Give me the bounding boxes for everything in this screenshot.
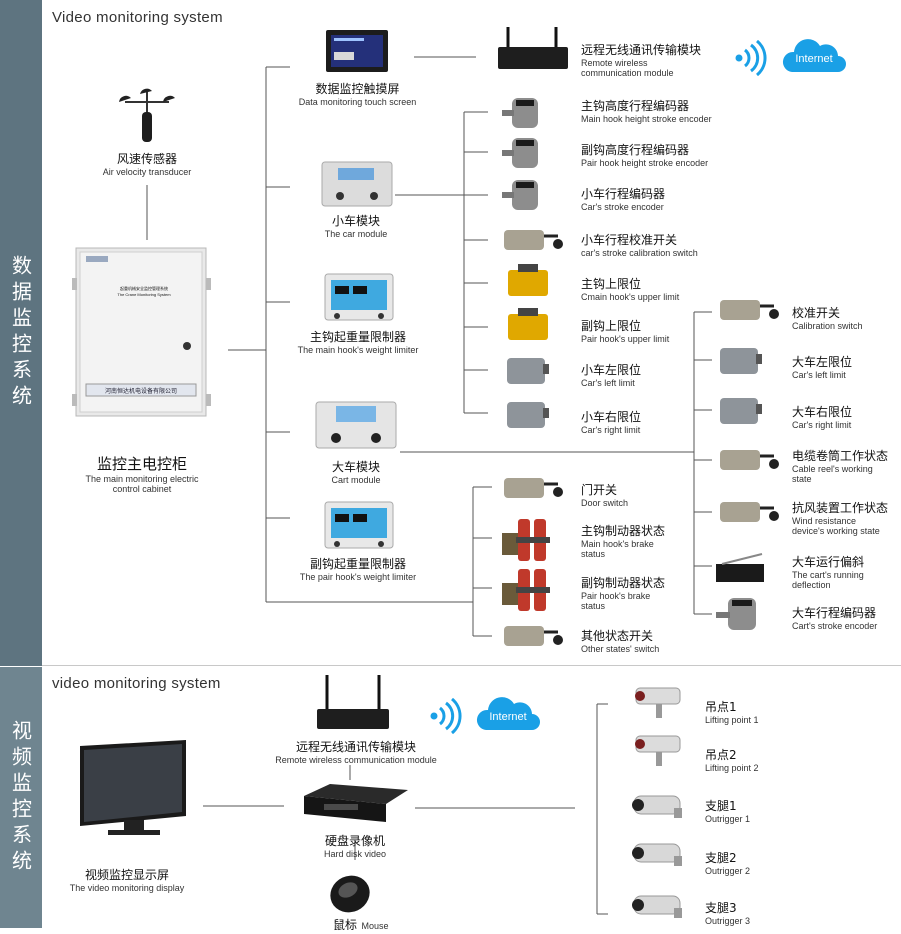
camera-icon: [628, 892, 688, 922]
pair-limiter-label: 副钩起重量限制器 The pair hook's weight limiter: [299, 557, 417, 582]
sidebar-video-monitoring: 视频监控系统: [0, 667, 42, 928]
limit-switch-icon: [716, 294, 780, 326]
camera-icon: [628, 840, 688, 870]
side-limit-switch-icon: [716, 342, 766, 380]
cabinet-nameplate: 河南恒达机电设备有限公司: [104, 389, 177, 395]
internet-cloud-icon: Internet: [782, 38, 846, 74]
sidebar-data-monitoring: 数据监控系统: [0, 0, 42, 666]
encoder-icon: [500, 96, 546, 130]
pair-weight-limiter-icon: [323, 500, 395, 550]
limit-switch-icon: [716, 444, 780, 476]
top-section-title: Video monitoring system: [52, 9, 223, 26]
micro-switch-icon: [712, 550, 774, 584]
limit-switch-icon: [500, 224, 564, 254]
main-control-cabinet: 起重机械安全监控管理系统 The Crane Monitoring System…: [72, 246, 212, 418]
dvr-label: 硬盘录像机 Hard disk video: [323, 834, 387, 859]
wifi-signal-icon: [428, 697, 462, 739]
side-limit-switch-icon: [503, 396, 551, 434]
brake-icon: [500, 515, 558, 565]
side-limit-switch-icon: [503, 352, 551, 390]
wireless-module-icon: [313, 673, 393, 733]
video-wireless-label: 远程无线通讯传输模块 Remote wireless communication…: [275, 740, 437, 765]
wireless-module-icon: [496, 25, 570, 73]
encoder-icon: [500, 178, 546, 212]
touch-screen-icon: [326, 30, 390, 74]
internet-cloud-icon: Internet: [476, 696, 540, 732]
section-divider: [42, 665, 901, 666]
monitor-icon: [70, 738, 190, 838]
wireless-top-label: 远程无线通讯传输模块 Remote wireless communication…: [581, 43, 702, 78]
cart-module-label: 大车模块 Cart module: [331, 460, 381, 485]
wifi-signal-icon: [733, 39, 767, 81]
cabinet-panel-title: 起重机械安全监控管理系统: [120, 286, 168, 291]
anemometer-icon: [117, 88, 177, 146]
camera-icon: [632, 734, 690, 772]
display-label: 视频监控显示屏 The video monitoring display: [69, 868, 185, 893]
car-module-icon: [320, 160, 394, 208]
mouse-label: 鼠标 Mouse: [333, 918, 389, 932]
main-weight-limiter-icon: [323, 272, 395, 322]
side-limit-switch-icon: [716, 392, 766, 430]
anemometer-label: 风速传感器 Air velocity transducer: [102, 152, 192, 177]
cabinet-panel-subtitle: The Crane Monitoring System: [117, 292, 171, 297]
limit-switch-icon: [500, 620, 564, 652]
upper-limit-switch-icon: [504, 262, 552, 300]
camera-icon: [628, 792, 688, 822]
main-limiter-label: 主钩起重量限制器 The main hook's weight limiter: [297, 330, 419, 355]
camera-icon: [632, 686, 690, 724]
brake-icon: [500, 565, 558, 615]
bottom-section-title: video monitoring system: [52, 675, 221, 692]
encoder-icon: [500, 136, 546, 170]
cart-module-icon: [314, 400, 398, 450]
limit-switch-icon: [716, 496, 780, 528]
car-module-label: 小车模块 The car module: [324, 214, 388, 239]
encoder-icon: [714, 596, 764, 634]
dvr-icon: [300, 782, 410, 826]
mouse-icon: [322, 870, 376, 914]
limit-switch-icon: [500, 472, 564, 504]
cabinet-label: 监控主电控柜 The main monitoring electric cont…: [85, 455, 199, 494]
upper-limit-switch-icon: [504, 306, 552, 344]
touch-screen-label: 数据监控触摸屏 Data monitoring touch screen: [298, 82, 417, 107]
